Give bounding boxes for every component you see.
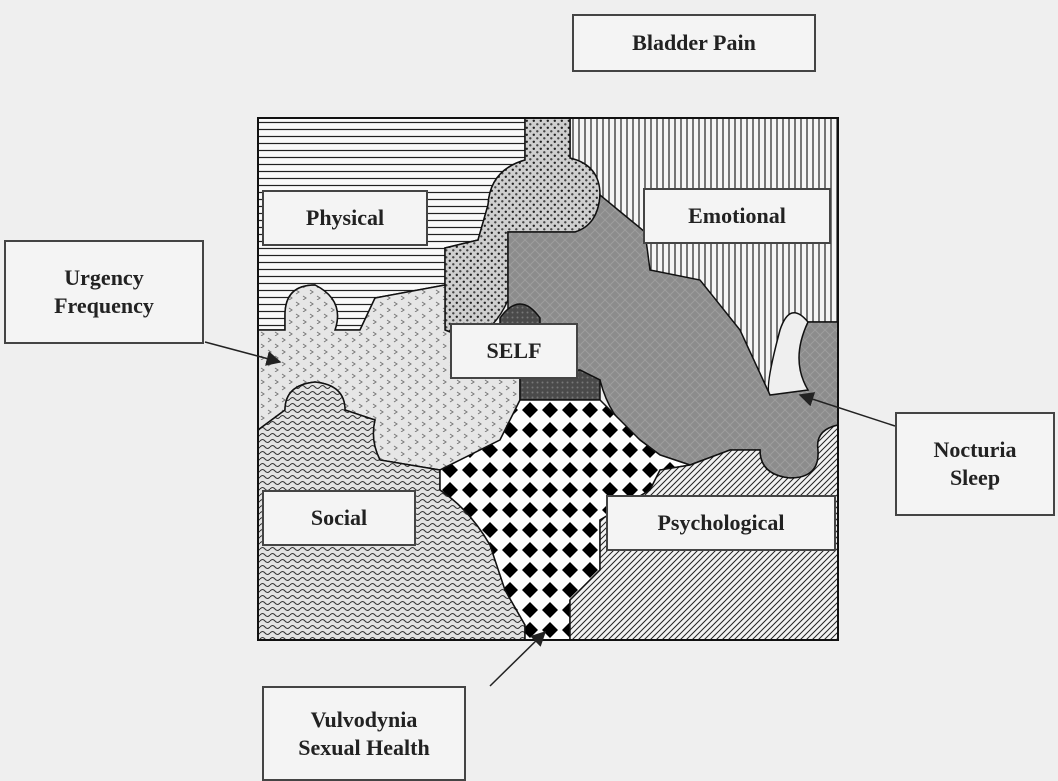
bladder-pain-label: Bladder Pain bbox=[572, 14, 816, 72]
sleep-text: Sleep bbox=[950, 464, 1000, 492]
nocturia-text: Nocturia bbox=[933, 436, 1016, 464]
emotional-text: Emotional bbox=[688, 202, 786, 230]
frequency-text: Frequency bbox=[54, 292, 154, 320]
urgency-text: Urgency bbox=[64, 264, 143, 292]
psychological-text: Psychological bbox=[657, 509, 784, 537]
nocturia-sleep-label: Nocturia Sleep bbox=[895, 412, 1055, 516]
urgency-frequency-label: Urgency Frequency bbox=[4, 240, 204, 344]
physical-label: Physical bbox=[262, 190, 428, 246]
bladder-pain-text: Bladder Pain bbox=[632, 29, 756, 57]
sexual-health-text: Sexual Health bbox=[298, 734, 429, 762]
physical-text: Physical bbox=[306, 204, 384, 232]
vulvodynia-sexual-health-label: Vulvodynia Sexual Health bbox=[262, 686, 466, 781]
social-label: Social bbox=[262, 490, 416, 546]
psychological-label: Psychological bbox=[606, 495, 836, 551]
emotional-label: Emotional bbox=[643, 188, 831, 244]
self-text: SELF bbox=[486, 337, 541, 365]
social-text: Social bbox=[311, 504, 367, 532]
vulvodynia-text: Vulvodynia bbox=[311, 706, 418, 734]
self-label: SELF bbox=[450, 323, 578, 379]
